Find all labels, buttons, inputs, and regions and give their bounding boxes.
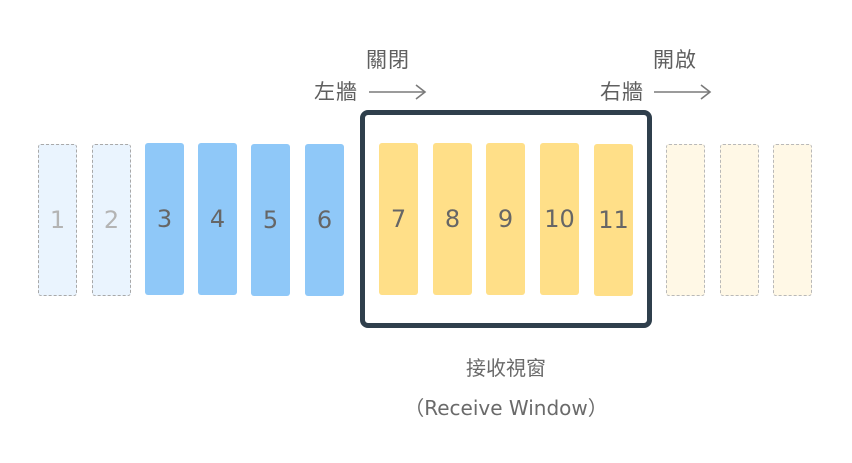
segment-11-label: 11 [598, 206, 629, 234]
segment-7-label: 7 [390, 205, 407, 233]
segment-4: 4 [198, 143, 237, 295]
segment-6-label: 6 [316, 206, 333, 234]
right-wall-arrow-icon [654, 84, 712, 100]
segment-2: 2 [92, 144, 131, 296]
left-wall-state: 關閉 [366, 48, 410, 72]
right-wall-state: 開啟 [653, 48, 697, 72]
segment-9: 9 [486, 143, 525, 295]
segment-5: 5 [251, 144, 290, 296]
segment-1-label: 1 [49, 206, 66, 234]
receive-window-subtitle: （Receive Window） [404, 396, 608, 420]
segment-4-label: 4 [209, 205, 226, 233]
segment-7: 7 [379, 143, 418, 295]
receive-window-title: 接收視窗 [466, 356, 546, 380]
segment-3-label: 3 [156, 205, 173, 233]
segment-8: 8 [433, 143, 472, 295]
segment-future-1 [666, 144, 705, 296]
segment-8-label: 8 [444, 205, 461, 233]
segment-3: 3 [145, 143, 184, 295]
segment-10: 10 [540, 143, 579, 295]
left-wall-arrow-icon [369, 84, 427, 100]
segment-10-label: 10 [544, 205, 575, 233]
segment-6: 6 [305, 144, 344, 296]
segment-11: 11 [594, 144, 633, 296]
segment-2-label: 2 [103, 206, 120, 234]
segment-future-3 [773, 144, 812, 296]
segment-9-label: 9 [497, 205, 514, 233]
segment-5-label: 5 [262, 206, 279, 234]
segment-future-2 [720, 144, 759, 296]
right-wall-label: 右牆 [600, 80, 644, 104]
receive-window-frame [360, 110, 652, 328]
segment-1: 1 [38, 144, 77, 296]
left-wall-label: 左牆 [314, 80, 358, 104]
